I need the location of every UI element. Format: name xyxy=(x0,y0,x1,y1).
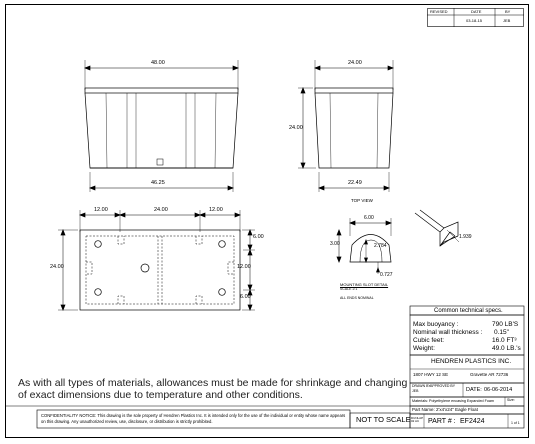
side-bottom-width: 22.49 xyxy=(348,180,362,186)
plan-seg-mid: 24.00 xyxy=(154,207,168,213)
spec-label-wall: Nominal wall thickness : xyxy=(413,329,483,336)
plan-seg-left: 12.00 xyxy=(94,207,108,213)
part-number-label: PART # : xyxy=(428,418,456,425)
front-top-width: 48.00 xyxy=(151,60,165,66)
date-value: 06-06-2014 xyxy=(484,387,513,393)
rev-header-revised: REVISED xyxy=(430,9,448,14)
approved-by-label: APPROVED BY xyxy=(430,384,456,388)
front-bottom-width: 46.25 xyxy=(151,180,165,186)
not-to-scale: NOT TO SCALE xyxy=(356,415,411,424)
plan-view xyxy=(58,210,255,311)
allowance-note: As with all types of materials, allowanc… xyxy=(18,377,408,402)
drawing-border xyxy=(5,4,529,438)
slot-detail-title: MOUNTING SLOT DETAIL xyxy=(340,282,389,287)
iso-dim: 1.939 xyxy=(459,234,472,240)
slot-detail-scale: SCALE 2:1 xyxy=(340,287,358,291)
spec-value-wall: 0.15" xyxy=(494,329,509,336)
company-address: 1807 HWY 12 SE xyxy=(413,372,449,377)
plan-dim-b: 12.00 xyxy=(237,264,251,270)
confidentiality-notice: CONFIDENTIALITY NOTICE: This drawing is … xyxy=(41,413,346,424)
sheet-number: 1 of 1 xyxy=(511,421,520,425)
slot-width: 6.00 xyxy=(364,215,374,221)
side-view xyxy=(298,60,394,192)
spec-label-weight: Weight: xyxy=(413,345,435,352)
slot-bottom: 0.727 xyxy=(380,272,393,278)
part-name: Part Name: 2'x4'x24" Eagle Float xyxy=(412,407,478,412)
drawn-by-label: DRAWN BY xyxy=(412,384,431,388)
plan-dim-c: 6.00 xyxy=(240,294,251,300)
spec-value-cubic: 16.0 FT³ xyxy=(492,337,517,344)
title-small-left: DUNLAP 02 AC xyxy=(411,416,424,423)
slot-height: 3.00 xyxy=(330,241,340,247)
slot-detail xyxy=(336,218,392,274)
part-number: EF2424 xyxy=(460,418,485,425)
company-name: HENDREN PLASTICS INC. xyxy=(431,358,512,365)
top-view-label: TOP VIEW xyxy=(351,198,373,203)
spec-value-buoyancy: 790 LB'S xyxy=(492,321,519,328)
front-view xyxy=(84,60,239,192)
rev-header-by: BY xyxy=(505,9,511,14)
plan-seg-right: 12.00 xyxy=(209,207,223,213)
rev-date: 03-18-15 xyxy=(466,18,483,23)
plan-dim-a: 6.00 xyxy=(253,234,264,240)
size-label: Size: xyxy=(507,398,515,402)
revision-block xyxy=(427,8,524,27)
slot-inner: 2.784 xyxy=(374,243,387,249)
company-city: Gravette AR 72736 xyxy=(470,372,509,377)
rev-header-date: DATE xyxy=(471,9,482,14)
spec-label-cubic: Cubic feet: xyxy=(413,337,445,344)
title-block-lines xyxy=(5,305,525,429)
plan-height: 24.00 xyxy=(50,264,64,270)
side-height: 24.00 xyxy=(289,125,303,131)
date-label: DATE: xyxy=(466,387,482,393)
side-top-width: 24.00 xyxy=(348,60,362,66)
rev-by: JEB xyxy=(503,18,511,23)
iso-detail xyxy=(414,209,460,247)
materials: Materials: Polyethylene encasing Expande… xyxy=(412,399,494,403)
specs-title: Common technical specs. xyxy=(434,308,503,314)
spec-label-buoyancy: Max buoyancy : xyxy=(413,321,459,328)
all-ends-nominal: ALL ENDS NOMINAL xyxy=(340,296,374,300)
drawn-by: JEB xyxy=(412,389,419,393)
spec-value-weight: 49.0 LB.'s xyxy=(492,345,521,352)
